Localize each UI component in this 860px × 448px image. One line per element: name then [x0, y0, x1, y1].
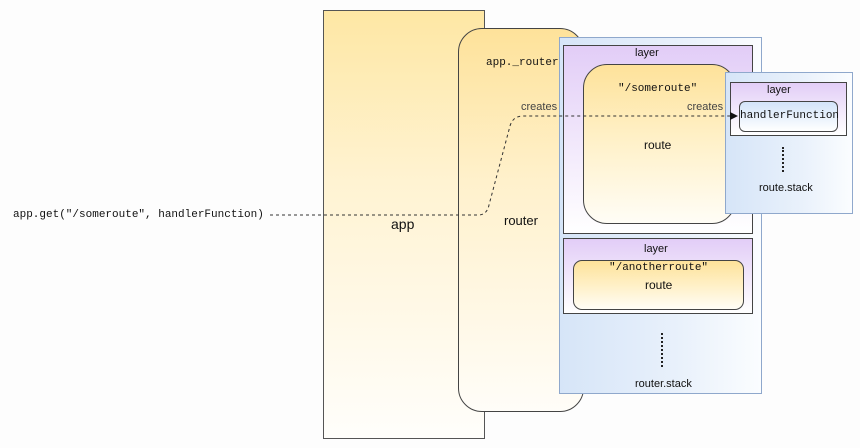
route-someroute-path: "/someroute" [618, 83, 698, 95]
app-label: app [391, 216, 415, 232]
router-creates-label: creates [521, 101, 558, 113]
app-get-call-code: app.get("/someroute", handlerFunction) [13, 209, 264, 221]
route-stack-label: route.stack [759, 182, 813, 194]
router-layer-1-label: layer [635, 47, 659, 59]
router-layer-2-label: layer [644, 243, 668, 255]
route-layer-label: layer [767, 84, 791, 96]
route-stack-more-dots [782, 147, 784, 172]
router-label: router [504, 213, 538, 228]
route-someroute-box [583, 64, 736, 224]
router-stack-label: router.stack [635, 378, 692, 390]
handler-function-box [739, 101, 838, 132]
route-anotherroute-box [573, 260, 744, 310]
creates-dashed-arrow [270, 112, 738, 216]
app-router-property-label: app._router [486, 57, 559, 69]
handler-function-label: handlerFunction [740, 110, 840, 122]
route-creates-label: creates [687, 101, 724, 113]
router-stack-more-dots [661, 333, 663, 367]
route-anotherroute-path: "/anotherroute" [609, 262, 709, 274]
route-someroute-label: route [644, 138, 672, 152]
route-anotherroute-label: route [645, 278, 673, 292]
